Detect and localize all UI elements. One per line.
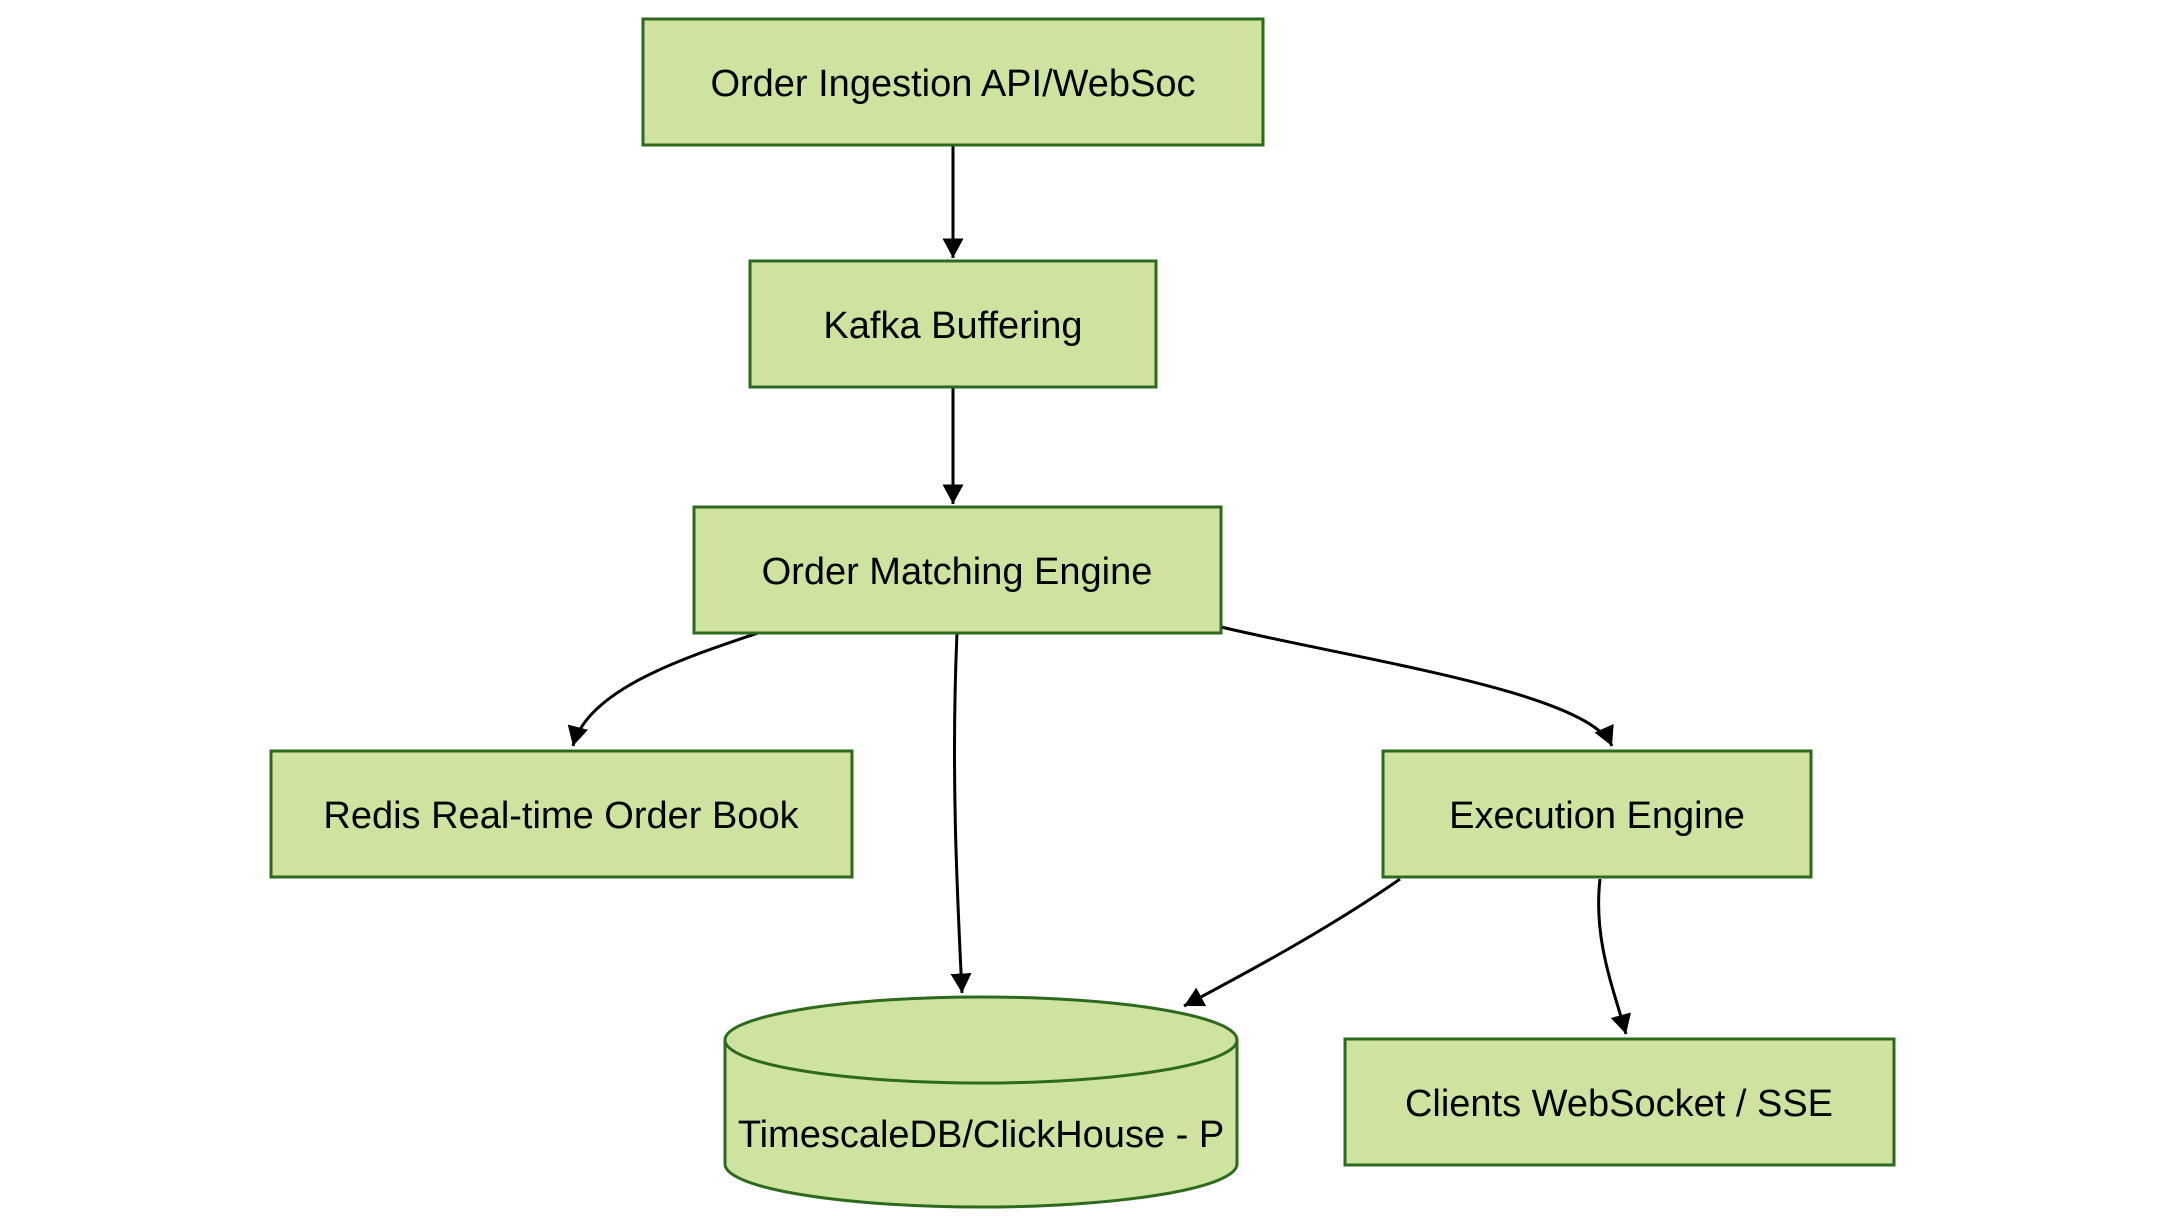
- node-timescale-clickhouse: TimescaleDB/ClickHouse - P: [723, 995, 1239, 1209]
- node-clients-websocket-sse-box: [1343, 1037, 1896, 1167]
- database-cylinder-rim: [723, 1039, 1239, 1085]
- edge-execution-to-database: [1183, 877, 1401, 1008]
- node-order-ingestion: Order Ingestion API/WebSoc: [641, 17, 1265, 147]
- node-order-ingestion-label: Order Ingestion API/WebSoc: [710, 63, 1195, 105]
- node-kafka-buffering-label: Kafka Buffering: [823, 305, 1082, 347]
- node-kafka-buffering-box: [748, 259, 1158, 389]
- edge-execution-to-clients: [1597, 878, 1631, 1035]
- database-cylinder-icon: [723, 995, 1239, 1209]
- node-kafka-buffering: Kafka Buffering: [748, 259, 1158, 389]
- edge-matching-to-database: [950, 632, 972, 994]
- node-redis-order-book-box: [269, 749, 854, 879]
- node-redis-order-book: Redis Real-time Order Book: [269, 749, 854, 879]
- edge-matching-to-redis: [567, 631, 759, 747]
- node-execution-engine-label: Execution Engine: [1449, 795, 1745, 837]
- node-order-matching-engine: Order Matching Engine: [692, 505, 1223, 635]
- node-clients-websocket-sse: Clients WebSocket / SSE: [1343, 1037, 1896, 1167]
- node-order-matching-engine-label: Order Matching Engine: [762, 551, 1153, 593]
- edge-matching-to-execution: [1220, 625, 1614, 747]
- node-timescale-clickhouse-label: TimescaleDB/ClickHouse - P: [738, 1114, 1224, 1156]
- node-execution-engine-box: [1381, 749, 1813, 879]
- node-execution-engine: Execution Engine: [1381, 749, 1813, 879]
- node-order-matching-engine-box: [692, 505, 1223, 635]
- node-order-ingestion-box: [641, 17, 1265, 147]
- node-redis-order-book-label: Redis Real-time Order Book: [323, 795, 799, 837]
- node-clients-websocket-sse-label: Clients WebSocket / SSE: [1405, 1083, 1833, 1125]
